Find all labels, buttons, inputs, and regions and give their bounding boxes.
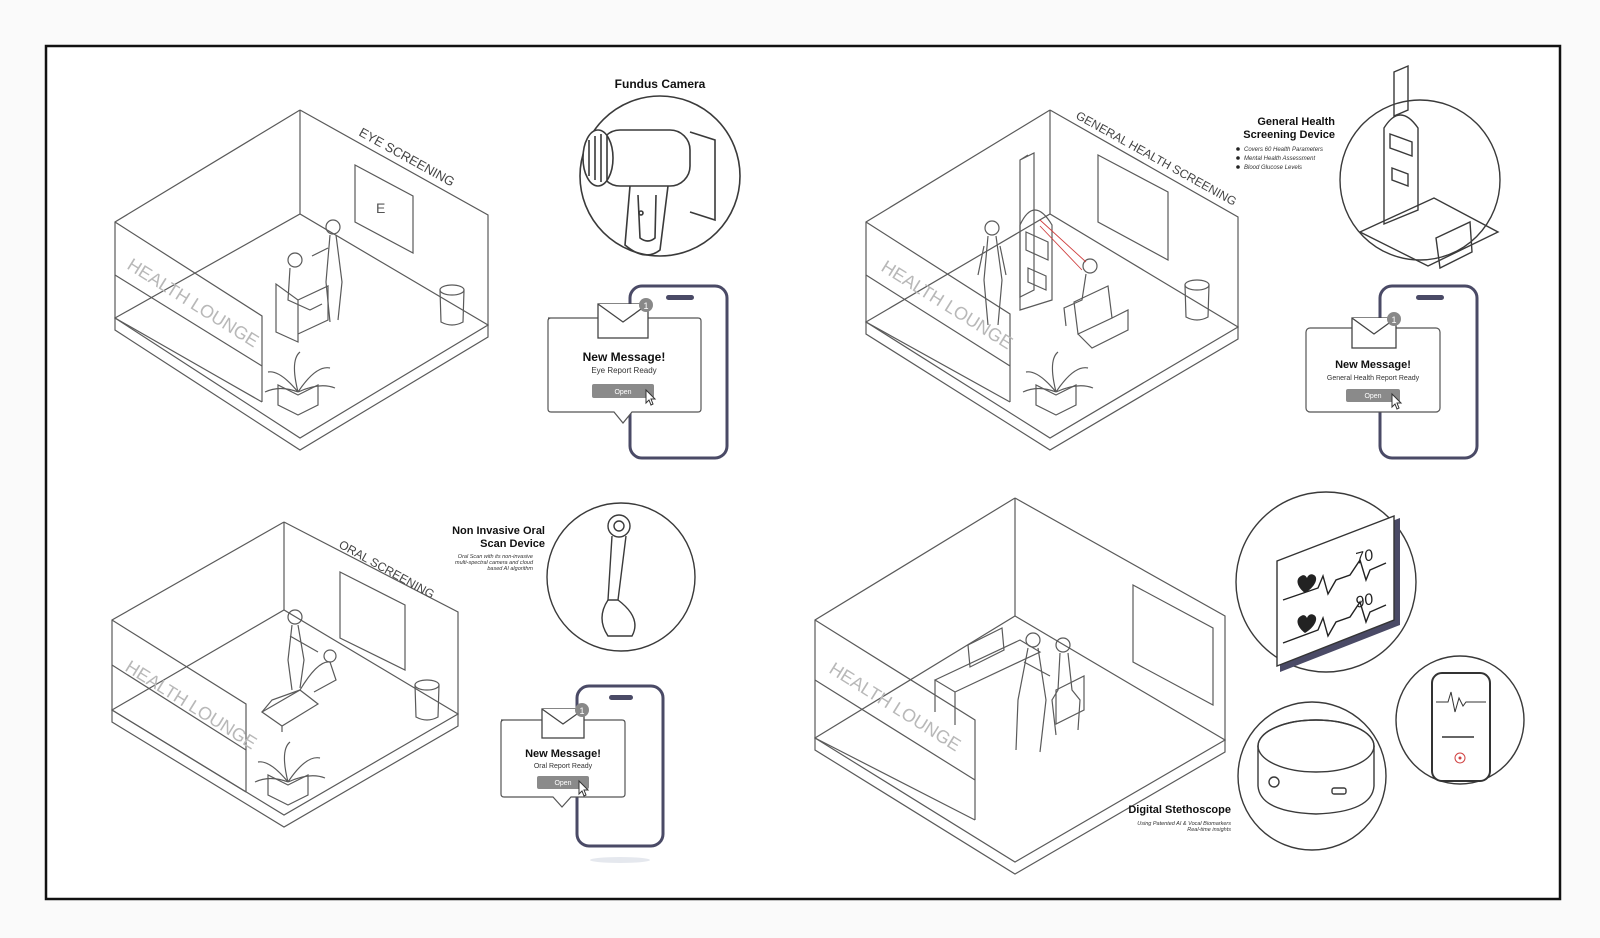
eye-chart-letter: E bbox=[376, 200, 385, 216]
oral-open-button[interactable] bbox=[537, 776, 589, 789]
general-open-button-label: Open bbox=[1364, 393, 1381, 400]
eye-open-button-label: Open bbox=[614, 389, 631, 396]
oral-notification-title: New Message! bbox=[525, 748, 601, 760]
stethoscope-title: Digital Stethoscope bbox=[1128, 804, 1231, 816]
stethoscope-room bbox=[813, 497, 1227, 875]
oral-screening-room bbox=[110, 521, 460, 828]
oral-device-desc-1: Oral Scan with its non-invasive bbox=[458, 554, 533, 560]
oral-device-title-2: Scan Device bbox=[480, 538, 545, 550]
eye-open-button[interactable] bbox=[592, 384, 654, 398]
general-device-title-1: General Health bbox=[1257, 116, 1335, 128]
reading-top: 70 bbox=[1354, 547, 1376, 568]
general-bullet-1: Covers 60 Health Parameters bbox=[1244, 147, 1323, 153]
general-notification: 1 New Message! General Health Report Rea… bbox=[1305, 284, 1479, 460]
oral-cursor-icon bbox=[578, 779, 590, 797]
general-cursor-icon bbox=[1391, 392, 1403, 410]
reading-bottom: 90 bbox=[1354, 591, 1376, 612]
heart-icon-bottom bbox=[1297, 614, 1317, 633]
eye-notification-badge: 1 bbox=[643, 301, 648, 311]
general-laser-beams bbox=[1039, 219, 1087, 271]
oral-notification-badge: 1 bbox=[579, 706, 584, 716]
oral-device-desc-2: multi-spectral camera and cloud bbox=[455, 560, 534, 566]
eye-cursor-icon bbox=[645, 388, 657, 406]
general-bullet-3: Blood Glucose Levels bbox=[1244, 165, 1302, 171]
fundus-camera-title: Fundus Camera bbox=[615, 77, 706, 91]
oral-device-title-1: Non Invasive Oral bbox=[452, 525, 545, 537]
oral-envelope-icon bbox=[541, 708, 585, 739]
general-notification-subtitle: General Health Report Ready bbox=[1327, 375, 1420, 382]
oral-notification-subtitle: Oral Report Ready bbox=[534, 763, 593, 770]
oral-open-button-label: Open bbox=[554, 780, 571, 787]
phone-ecg-illustration bbox=[1395, 655, 1525, 785]
general-screening-room bbox=[864, 109, 1240, 451]
stethoscope-desc-1: Using Patented AI & Vocal Biomarkers bbox=[1137, 821, 1231, 827]
general-open-button[interactable] bbox=[1346, 389, 1400, 402]
eye-notification-subtitle: Eye Report Ready bbox=[591, 366, 656, 375]
oral-device-desc-3: based AI algorithm bbox=[487, 566, 533, 572]
eye-screening-room bbox=[113, 109, 490, 451]
general-notification-title: New Message! bbox=[1335, 359, 1411, 371]
oral-device-illustration bbox=[546, 502, 696, 652]
ecg-line-bottom bbox=[1282, 600, 1387, 644]
heart-icon-top bbox=[1297, 574, 1317, 593]
heart-rate-monitor: 70 90 bbox=[1235, 491, 1417, 673]
general-notification-badge: 1 bbox=[1391, 315, 1396, 325]
eye-envelope-icon bbox=[597, 303, 649, 339]
general-device-illustration bbox=[1339, 64, 1501, 270]
general-device-bullets: Covers 60 Health Parameters Mental Healt… bbox=[1236, 147, 1323, 171]
general-bullet-2: Mental Health Assessment bbox=[1244, 156, 1315, 162]
eye-notification-title: New Message! bbox=[583, 350, 666, 364]
stethoscope-desc-2: Real-time insights bbox=[1187, 827, 1231, 833]
fundus-camera-illustration bbox=[579, 95, 741, 257]
stethoscope-device-illustration bbox=[1237, 701, 1387, 851]
ecg-line-top bbox=[1282, 558, 1387, 601]
oral-notification: 1 New Message! Oral Report Ready Open bbox=[500, 684, 665, 863]
eye-notification: 1 New Message! Eye Report Ready Open bbox=[547, 284, 729, 460]
general-device-title-2: Screening Device bbox=[1243, 129, 1335, 141]
